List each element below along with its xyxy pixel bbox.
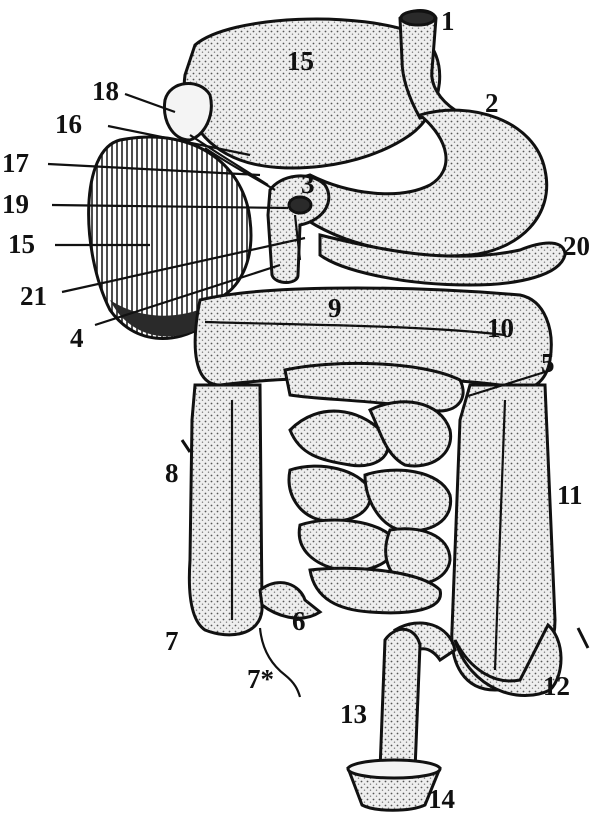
label-15-left: 15 <box>8 229 35 259</box>
label-1: 1 <box>441 6 455 36</box>
label-9: 9 <box>328 293 342 323</box>
label-4: 4 <box>70 323 84 353</box>
label-13: 13 <box>340 699 367 729</box>
label-16: 16 <box>55 109 82 139</box>
label-14: 14 <box>428 784 455 814</box>
label-8: 8 <box>165 458 179 488</box>
label-18: 18 <box>92 76 119 106</box>
label-15-upper: 15 <box>287 46 314 76</box>
label-21: 21 <box>20 281 47 311</box>
label-11: 11 <box>557 480 583 510</box>
rectum <box>380 629 420 770</box>
anal-opening <box>348 760 440 778</box>
label-5: 5 <box>541 348 555 378</box>
ascending-colon <box>189 385 262 635</box>
label-2: 2 <box>485 88 499 118</box>
label-6: 6 <box>292 606 306 636</box>
label-20: 20 <box>563 231 590 261</box>
label-7: 7 <box>165 626 179 656</box>
small-intestine <box>260 363 463 618</box>
label-12: 12 <box>543 671 570 701</box>
label-3: 3 <box>301 169 315 199</box>
label-17: 17 <box>2 148 29 178</box>
tick-8 <box>182 440 190 452</box>
tick-11 <box>578 628 588 648</box>
label-19: 19 <box>2 189 29 219</box>
label-7-star: 7* <box>247 664 274 694</box>
esophagus-opening <box>401 11 435 25</box>
pylorus-opening <box>289 197 311 213</box>
label-10: 10 <box>487 313 514 343</box>
